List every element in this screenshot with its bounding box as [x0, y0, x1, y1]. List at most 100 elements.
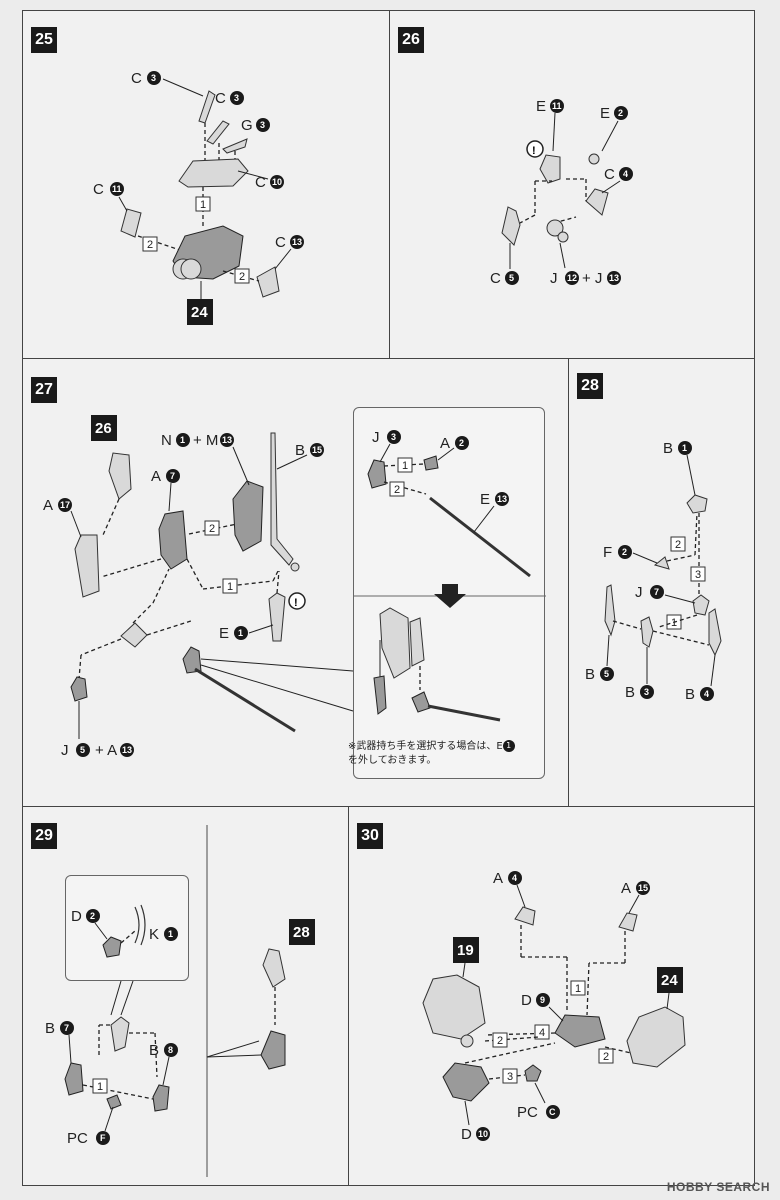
- step-number: 29: [31, 823, 57, 849]
- part-label-n1: N: [161, 432, 172, 449]
- svg-text:8: 8: [168, 1045, 173, 1055]
- part-label-b3: B: [625, 684, 635, 701]
- svg-text:5: 5: [509, 273, 514, 283]
- part-label-c3: C: [215, 90, 226, 107]
- part-label-e2: E: [600, 105, 610, 122]
- svg-text:13: 13: [609, 273, 619, 283]
- part-label-c10: C: [255, 174, 266, 191]
- part-label-c11: C: [93, 181, 104, 198]
- svg-text:1: 1: [671, 617, 677, 629]
- part-label-pcc: PC: [517, 1104, 538, 1121]
- svg-text:7: 7: [170, 471, 175, 481]
- svg-text:2: 2: [622, 547, 627, 557]
- step-30-panel: 30 A 4 A 15 1 19 24 D 9 4: [348, 806, 755, 1186]
- svg-text:19: 19: [457, 942, 474, 959]
- part-label-a17: A: [43, 497, 53, 514]
- step-29-diagram: D 2 K 1 B 7 B 8 1 PC F 2: [45, 825, 315, 1177]
- svg-text:1: 1: [227, 581, 233, 593]
- svg-text:2: 2: [394, 484, 400, 496]
- part-label-pcf: PC: [67, 1130, 88, 1147]
- step-25-diagram: C 3 C 3 G 3 C 10 1 C 11 2 24: [93, 70, 304, 325]
- svg-text:1: 1: [575, 983, 581, 995]
- part-label-j12: J: [550, 270, 558, 287]
- step-29-panel: 29 D 2 K 1 B 7 B 8 1 PC F: [22, 806, 350, 1186]
- svg-text:1: 1: [97, 1081, 103, 1093]
- svg-text:3: 3: [260, 120, 265, 130]
- svg-text:1: 1: [682, 443, 687, 453]
- step-25-panel: 25 C 3 C 3 G 3 C 10 1 C 11 2: [22, 10, 390, 360]
- svg-text:17: 17: [60, 500, 70, 510]
- part-label-c5: C: [490, 270, 501, 287]
- part-label-a7: A: [151, 468, 161, 485]
- step-26-panel: 26 E 11 E 2 ! C 4 C 5 J 12 + J 13: [389, 10, 755, 360]
- svg-text:9: 9: [540, 995, 545, 1005]
- svg-text:1: 1: [402, 460, 408, 472]
- svg-text:2: 2: [459, 438, 464, 448]
- svg-text:15: 15: [312, 445, 322, 455]
- svg-text:3: 3: [507, 1071, 513, 1083]
- inset-diagram: J 3 A 2 1 2 E 13: [354, 429, 546, 722]
- circled-1-icon: 1: [502, 740, 515, 752]
- step-26-diagram: E 11 E 2 ! C 4 C 5 J 12 + J 13: [490, 98, 633, 287]
- svg-text:5: 5: [604, 669, 609, 679]
- svg-text:C: C: [549, 1107, 556, 1117]
- svg-text:12: 12: [567, 273, 577, 283]
- step-27-diagram: 26 A 17 A 7 N 1 + M 13 2 B 15 1: [43, 415, 354, 759]
- svg-text:2: 2: [209, 523, 215, 535]
- svg-text:11: 11: [552, 101, 562, 111]
- part-label-b15: B: [295, 442, 305, 459]
- step-27-panel: 27 26 A 17 A 7 N 1 + M 13 2 B 15: [22, 358, 570, 808]
- part-label-f2: F: [603, 544, 612, 561]
- svg-text:3: 3: [151, 73, 156, 83]
- svg-text:2: 2: [675, 539, 681, 551]
- part-label-d9: D: [521, 992, 532, 1009]
- svg-text:26: 26: [95, 420, 112, 437]
- step-number: 25: [31, 27, 57, 53]
- part-label-e11: E: [536, 98, 546, 115]
- part-label-k1: K: [149, 926, 159, 943]
- svg-text:10: 10: [478, 1129, 488, 1139]
- step-number: 28: [577, 373, 603, 399]
- watermark: HOBBY SEARCH: [666, 1180, 770, 1194]
- svg-text:4: 4: [539, 1027, 545, 1039]
- note-line-2: を外しておきます。: [348, 755, 437, 766]
- part-label-b8: B: [149, 1042, 159, 1059]
- step-number: 26: [398, 27, 424, 53]
- part-label-c4: C: [604, 166, 615, 183]
- part-label-e13: E: [480, 491, 490, 508]
- step-30-diagram: A 4 A 15 1 19 24 D 9 4: [422, 870, 686, 1143]
- svg-text:2: 2: [603, 1051, 609, 1063]
- svg-text:!: !: [294, 597, 298, 609]
- svg-text:F: F: [100, 1133, 106, 1143]
- svg-text:7: 7: [64, 1023, 69, 1033]
- svg-text:13: 13: [497, 494, 507, 504]
- step-number: 30: [357, 823, 383, 849]
- svg-text:2: 2: [497, 1035, 503, 1047]
- svg-text:1: 1: [180, 435, 185, 445]
- svg-text:15: 15: [638, 883, 648, 893]
- svg-text:1: 1: [168, 929, 173, 939]
- step-number: 27: [31, 377, 57, 403]
- svg-text:13: 13: [292, 237, 302, 247]
- part-label-j5: J: [61, 742, 69, 759]
- svg-text:2: 2: [147, 239, 153, 251]
- svg-text:28: 28: [293, 924, 310, 941]
- part-label-g3: G: [241, 117, 253, 134]
- part-label-a4: A: [493, 870, 503, 887]
- svg-text:3: 3: [234, 93, 239, 103]
- part-label-a2: A: [440, 435, 450, 452]
- part-label-d10: D: [461, 1126, 472, 1143]
- part-label-c3: C: [131, 70, 142, 87]
- note-line-1: ※武器持ち手を選択する場合は、E: [348, 741, 503, 752]
- svg-text:+ A: + A: [95, 742, 117, 759]
- svg-text:4: 4: [623, 169, 628, 179]
- svg-text:24: 24: [191, 304, 208, 321]
- svg-text:4: 4: [704, 689, 709, 699]
- part-label-b5: B: [585, 666, 595, 683]
- svg-text:13: 13: [222, 435, 232, 445]
- svg-text:1: 1: [200, 199, 206, 211]
- svg-text:13: 13: [122, 745, 132, 755]
- svg-text:3: 3: [391, 432, 396, 442]
- svg-text:2: 2: [90, 911, 95, 921]
